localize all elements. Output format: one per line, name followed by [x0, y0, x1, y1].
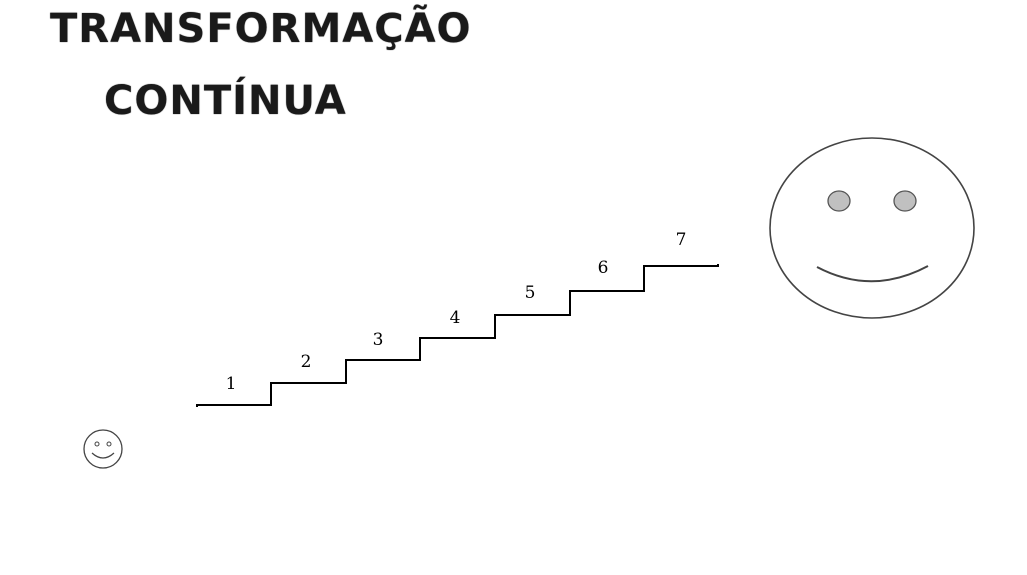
step-label-1: 1	[226, 374, 237, 394]
step-label-2: 2	[301, 352, 312, 372]
title-line-1: TRANSFORMAÇÃO	[50, 6, 472, 52]
step-label-4: 4	[450, 308, 461, 328]
large-smiley-face-icon	[769, 137, 975, 319]
title-line-2: CONTÍNUA	[104, 78, 347, 124]
step-label-7: 7	[676, 230, 687, 250]
step-label-5: 5	[525, 283, 536, 303]
step-label-3: 3	[373, 330, 384, 350]
staircase-line	[196, 264, 719, 407]
step-label-6: 6	[598, 258, 609, 278]
small-smiley-face-icon	[83, 429, 123, 469]
